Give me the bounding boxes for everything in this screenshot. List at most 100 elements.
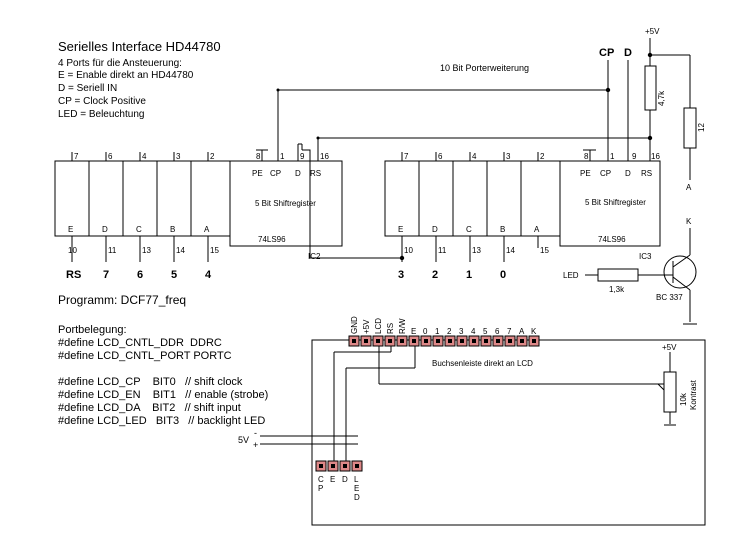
ic3-bottom-pin-3: 13 (472, 246, 481, 255)
supply-plus: + (253, 440, 258, 450)
ic2-pin-cp: CP (270, 169, 281, 178)
desc-line-2: E = Enable direkt an HD44780 (58, 70, 194, 81)
ic3-desc: 5 Bit Shiftregister (585, 198, 646, 207)
desc-line-5: LED = Beleuchtung (58, 109, 144, 120)
ic2-bottom-pin-1: 10 (68, 246, 77, 255)
lcd-header-pin-label: RS (386, 323, 395, 334)
base-resistor-value: 1,3k (609, 285, 625, 294)
lcd-header-pin-core (364, 339, 368, 343)
lcd-header-pin-label: 6 (495, 327, 500, 336)
ic2-top-pin-2: 6 (108, 152, 113, 161)
lcd-header-pin-core (424, 339, 428, 343)
ic2-pin-d: D (295, 169, 301, 178)
ic2-desc: 5 Bit Shiftregister (255, 199, 316, 208)
contrast-pot (657, 352, 677, 426)
ic3-cell-c: C (466, 225, 472, 234)
ic3-top-pin-5: 2 (540, 152, 545, 161)
ic2-bottom-pin-2: 11 (108, 246, 117, 255)
ic2-cell-e: E (68, 225, 73, 234)
lcd-header-pin-core (412, 339, 416, 343)
ic3-ctrl-pin-3: 9 (632, 152, 637, 161)
ic3-pin-d: D (625, 169, 631, 178)
ic2-top-pin-3: 4 (142, 152, 147, 161)
pin-k-label: K (686, 217, 692, 226)
desc-line-3: D = Seriell IN (58, 83, 117, 94)
ic2-pin-pe: PE (252, 169, 263, 178)
lcd-header-pin-core (400, 339, 404, 343)
ic2-ctrl-pin-2: 1 (280, 152, 285, 161)
conn-pin-d: D (342, 475, 348, 484)
lcd-header-pin-core (376, 339, 380, 343)
ic2-ctrl-pin-4: 16 (320, 152, 329, 161)
lcd-header-pin-label: E (411, 327, 416, 336)
desc-line-1: 4 Ports für die Ansteuerung: (58, 58, 182, 69)
contrast-supply: +5V (662, 343, 677, 352)
desc-line-4: CP = Clock Positive (58, 96, 146, 107)
contrast-pot-value: 10k (679, 392, 688, 406)
lcd-header-pin-core (352, 339, 356, 343)
conn-pin-p: P (318, 484, 323, 493)
lcd-header-pin-core (448, 339, 452, 343)
ic3-out-2: 2 (432, 269, 438, 281)
ic3-top-pin-2: 6 (438, 152, 443, 161)
lcd-header-pin-core (508, 339, 512, 343)
ic2-cell-b: B (170, 225, 175, 234)
lcd-header-pin-label: A (519, 327, 525, 336)
define-line-4: #define LCD_CP BIT0 // shift clock (58, 376, 243, 388)
ic2-cell-c: C (136, 225, 142, 234)
lcd-header-pin-label: 1 (435, 327, 440, 336)
lcd-header-pin-label: 2 (447, 327, 452, 336)
lcd-header-pin-label: +5V (362, 319, 371, 334)
lcd-board (311, 339, 706, 526)
define-line-2: #define LCD_CNTL_PORT PORTC (58, 350, 232, 362)
lcd-header-pin-core (472, 339, 476, 343)
lcd-header-pin-core (520, 339, 524, 343)
ic3-top-pin-3: 4 (472, 152, 477, 161)
lcd-header-pin-core (436, 339, 440, 343)
ic3-bottom-pin-5: 15 (540, 246, 549, 255)
input-d: D (624, 47, 632, 59)
ic2-part: 74LS96 (258, 235, 286, 244)
conn-pin-e2: E (354, 484, 359, 493)
ic3-top-pin-4: 3 (506, 152, 511, 161)
ic2-out-4: 4 (205, 269, 212, 281)
ic2-ctrl-pin-3: 9 (300, 152, 305, 161)
ic2-bottom-pin-3: 13 (142, 246, 151, 255)
ic2-out-6: 6 (137, 269, 143, 281)
lcd-header-pin-label: GND (350, 316, 359, 334)
lcd-header-pin-label: LCD (374, 318, 383, 334)
lcd-header-pin-core (496, 339, 500, 343)
led-label: LED (563, 271, 579, 280)
supply-5v: 5V (238, 435, 249, 445)
lcd-header-pin-core (484, 339, 488, 343)
ic2-out-rs: RS (66, 269, 81, 281)
ic3-name: IC3 (639, 252, 652, 261)
input-cp: CP (599, 47, 614, 59)
ic2-out-7: 7 (103, 269, 109, 281)
pin-a-label: A (686, 183, 692, 192)
conn-pin-d2: D (354, 493, 360, 502)
wiring (277, 38, 697, 259)
lcd-header-pin-label: 0 (423, 327, 428, 336)
ic2-bottom-pin-4: 14 (176, 246, 185, 255)
ic2-top-pin-4: 3 (176, 152, 181, 161)
ic3-out-0: 0 (500, 269, 506, 281)
ic2-cell-d: D (102, 225, 108, 234)
resistor-12-label: 12 (697, 123, 706, 132)
ic3-bottom-pin-4: 14 (506, 246, 515, 255)
ic3-cell-d: D (432, 225, 438, 234)
supply-label: +5V (645, 27, 660, 36)
ic3-ctrl-pin-2: 1 (610, 152, 615, 161)
ic3-top-pin-1: 7 (404, 152, 409, 161)
ic2-cell-a: A (204, 225, 210, 234)
lcd-header-pin-label: 5 (483, 327, 488, 336)
conn-pin-l: L (354, 475, 359, 484)
define-line-6: #define LCD_DA BIT2 // shift input (58, 402, 241, 414)
program-label: Programm: DCF77_freq (58, 293, 186, 307)
ic3-cell-b: B (500, 225, 505, 234)
pullup-value: 4,7k (657, 90, 666, 106)
lcd-header-pin-label: K (531, 327, 537, 336)
ic3-out-1: 1 (466, 269, 472, 281)
